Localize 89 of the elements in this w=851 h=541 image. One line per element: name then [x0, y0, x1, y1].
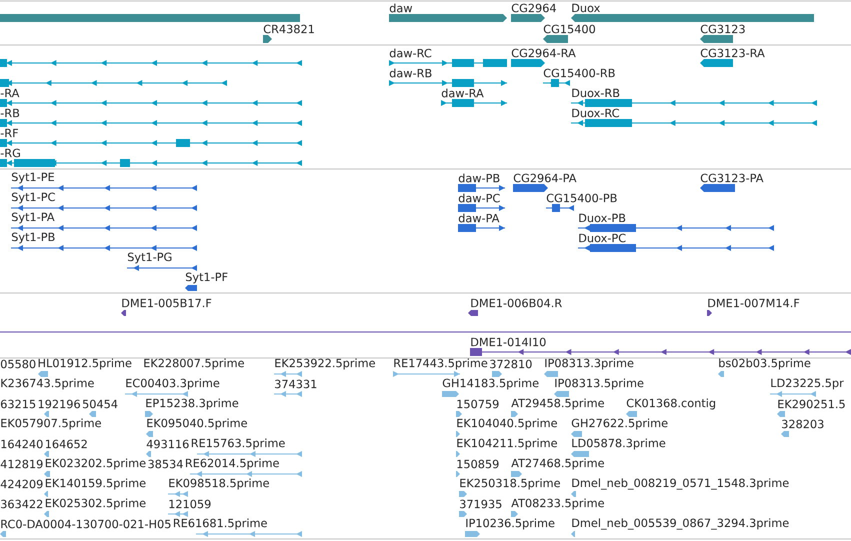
feature-label: EK253922.5prime: [275, 358, 375, 370]
feature-label: DME1-005B17.F: [122, 298, 212, 308]
feature-label: Syt1-PE: [12, 172, 54, 184]
feature-label: 192196: [38, 400, 80, 408]
feature-label: 164652: [46, 440, 87, 448]
feature-label: RE61681.5prime: [174, 518, 267, 530]
feature-label: Syt1-PF: [186, 272, 228, 284]
feature-label: Duox: [572, 4, 600, 12]
feature-label: daw-RA: [442, 88, 484, 98]
feature-label: EK057907.5prime: [1, 418, 101, 430]
feature-label: daw-PC: [458, 194, 500, 202]
feature-label: EK250318.5prime: [460, 478, 560, 490]
feature-label: Syt1-PG: [128, 252, 172, 264]
feature-label: AT29458.5prime: [511, 398, 604, 410]
feature-label: 412819: [0, 460, 43, 468]
feature-label: bs02b03.5prime: [719, 358, 810, 370]
feature-label: EK025302.5prime: [46, 498, 146, 510]
feature-label: CG15400-PB: [546, 194, 617, 202]
feature-label: LD05878.3prime: [572, 438, 666, 450]
feature-label: EK098518.5prime: [169, 478, 269, 490]
feature-label: CG15400-RB: [544, 68, 615, 78]
feature-label: RC0-DA0004-130700-021-H05: [1, 520, 170, 528]
feature-label: HL01912.5prime: [38, 358, 132, 370]
feature-label: RE17443.5prime: [394, 358, 488, 370]
feature-label: 372810: [490, 360, 532, 368]
feature-label: CG3123-PA: [700, 174, 764, 182]
feature-label: CG2964: [512, 4, 556, 12]
feature-label: daw-RC: [390, 48, 432, 58]
feature-label: LD23225.5pr: [771, 378, 844, 390]
feature-label: 328203: [782, 420, 824, 428]
feature-label: AT27468.5prime: [511, 458, 604, 470]
feature-label: EK095040.5prime: [147, 418, 247, 430]
feature-label: -RG: [0, 148, 20, 158]
feature-label: Syt1-PC: [12, 192, 55, 204]
feature-label: 150859: [457, 460, 499, 468]
feature-label: EK290251.5: [778, 400, 845, 408]
feature-label: EC00403.3prime: [126, 378, 220, 390]
feature-label: 371935: [460, 500, 502, 508]
feature-label: daw-PA: [458, 214, 500, 222]
feature-label: EP15238.3prime: [146, 398, 238, 410]
feature-label: -RA: [0, 88, 20, 98]
feature-label: 05580: [0, 360, 36, 368]
feature-label: CG15400: [544, 24, 596, 34]
feature-label: 63215: [0, 400, 36, 408]
feature-label: GH27622.5prime: [572, 418, 668, 430]
feature-label: 164240: [1, 440, 43, 448]
feature-label: EK140159.5prime: [46, 478, 146, 490]
feature-label: CR43821: [264, 24, 314, 34]
feature-label: Syt1-PA: [12, 212, 54, 224]
feature-label: EK023202.5prime: [46, 458, 146, 470]
feature-label: Duox-PC: [579, 234, 626, 242]
feature-label: 363422: [1, 500, 42, 508]
feature-label: IP10236.5prime: [466, 518, 554, 530]
feature-label: Dmel_neb_008219_0571_1548.3prime: [572, 478, 789, 490]
feature-label: Duox-PB: [579, 214, 626, 222]
feature-label: RE15763.5prime: [192, 438, 285, 450]
feature-label: Duox-RB: [572, 88, 620, 98]
feature-label: IP08313.5prime: [555, 378, 644, 390]
feature-label: 493116: [146, 440, 189, 448]
feature-label: CG2964-PA: [514, 174, 576, 182]
feature-label: 50454: [82, 400, 118, 408]
feature-label: IP08313.3prime: [545, 358, 634, 370]
feature-label: DME1-006B04.R: [471, 298, 562, 308]
feature-label: DME1-007M14.F: [708, 298, 800, 308]
feature-label: EK104040.5prime: [457, 418, 557, 430]
feature-label: 424209: [0, 480, 43, 488]
feature-label: 38534: [148, 460, 183, 468]
feature-label: daw-RB: [390, 68, 432, 78]
feature-label: AT08233.5prime: [511, 498, 604, 510]
feature-label: 121059: [169, 500, 211, 508]
feature-label: CK01368.contig: [626, 398, 716, 410]
feature-label: -RF: [0, 128, 18, 138]
feature-label: daw: [390, 4, 412, 12]
feature-label: CG2964-RA: [512, 48, 576, 58]
feature-label: CG3123: [700, 24, 745, 34]
feature-label: EK228007.5prime: [144, 358, 244, 370]
feature-label: Duox-RC: [572, 108, 619, 118]
feature-label: RE62014.5prime: [186, 458, 279, 470]
feature-label: CG3123-RA: [700, 48, 765, 58]
feature-label: 374331: [275, 380, 316, 388]
feature-label: -RB: [0, 108, 20, 118]
feature-label: EK104211.5prime: [457, 438, 557, 450]
feature-label: DME1-014I10: [471, 338, 546, 346]
feature-label: 150759: [457, 400, 499, 408]
feature-label: Syt1-PB: [12, 232, 55, 244]
feature-label: daw-PB: [458, 174, 500, 182]
feature-label: GH14183.5prime: [442, 378, 538, 390]
feature-label: K236743.5prime: [1, 378, 94, 390]
feature-label: Dmel_neb_005539_0867_3294.3prime: [572, 518, 789, 530]
